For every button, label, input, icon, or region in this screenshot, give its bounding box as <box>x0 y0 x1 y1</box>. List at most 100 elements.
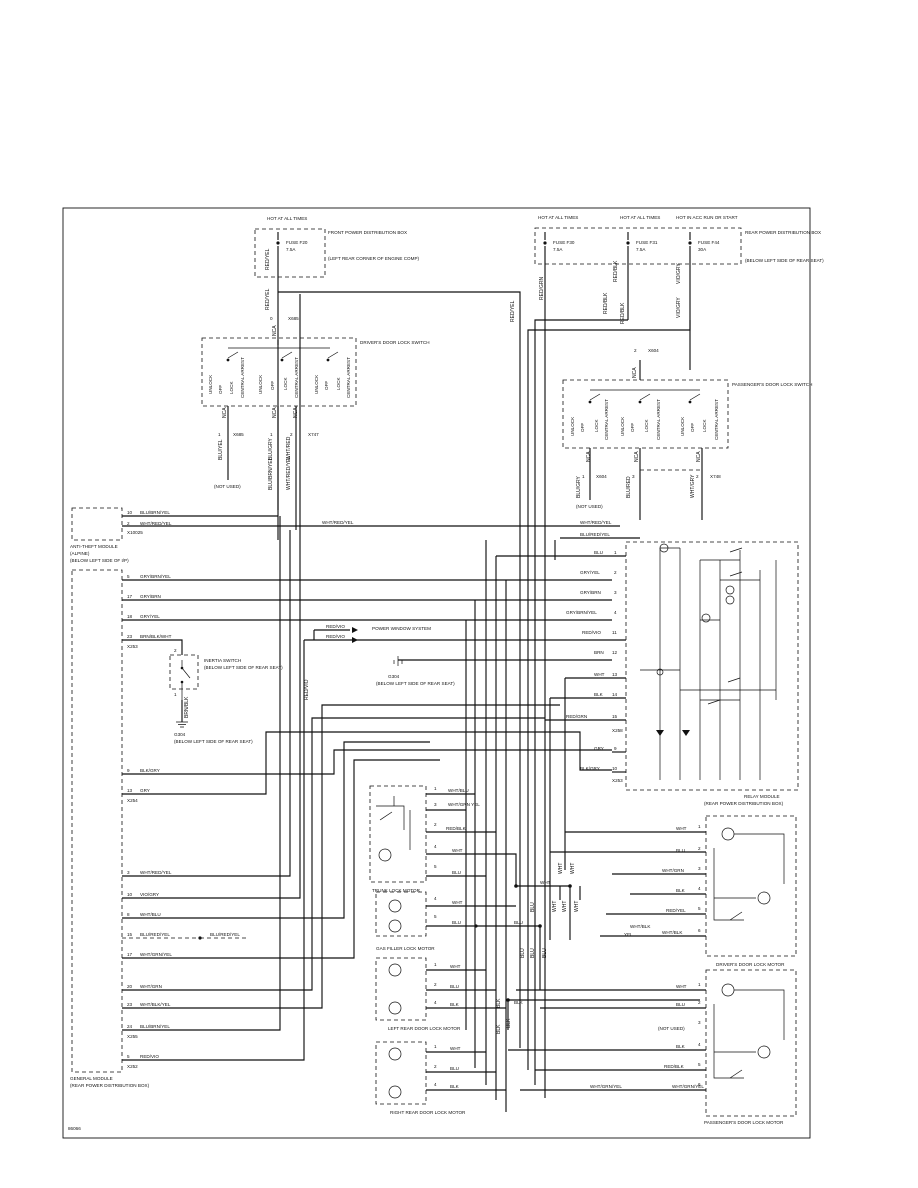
trunk-pin-4: 4 <box>434 844 437 849</box>
lr-wire-1: WHT <box>450 964 461 969</box>
gm-pin-23b: 23 <box>127 1002 133 1007</box>
pw-wire-1: RED/VIO <box>326 624 345 629</box>
ps-label-5: UNLOCK <box>620 416 625 436</box>
gm-wire-3: WHT/RED/YEL <box>140 870 172 875</box>
ps-wire-wht-gry: WHT/GRY <box>690 474 696 498</box>
splice-blk-v3: BLK <box>506 1018 512 1028</box>
ds-label-11: LOCK <box>336 377 341 390</box>
at-wire-2: WHT/RED/YEL <box>140 521 172 526</box>
rear-power-box: HOT AT ALL TIMES HOT AT ALL TIMES HOT IN… <box>534 215 824 1098</box>
rm-wire-4: GRY/BRN/YEL <box>566 610 597 615</box>
gas-motor-title: GAS FILLER LOCK MOTOR <box>376 946 435 951</box>
rr-pin-1: 1 <box>434 1044 437 1049</box>
lr-pin-4: 4 <box>434 1000 437 1005</box>
pm-wire-1: WHT <box>676 984 687 989</box>
inertia-title: INERTIA SWITCH <box>204 658 241 663</box>
rm-pin-14: 14 <box>612 692 618 697</box>
left-rear-door-lock-motor: LEFT REAR DOOR LOCK MOTOR 1 WHT 2 BLU 4 … <box>375 957 506 1031</box>
gm-pin-17: 17 <box>127 594 133 599</box>
connector-x253-b: X253 <box>612 778 623 783</box>
ds-label-9: UNLOCK <box>314 374 319 394</box>
rm-wire-14: BLK <box>594 692 604 697</box>
gas-wire-4: WHT <box>452 900 463 905</box>
gm-wire-5b: RED/VIO <box>140 1054 159 1059</box>
dm-wire-2: BLU <box>676 848 685 853</box>
dm-wire-6: WHT/BLK <box>662 930 683 935</box>
trunk-pin-3: 3 <box>434 802 437 807</box>
dm-wire-wht-blk: WHT/BLK <box>630 924 651 929</box>
wire-red-grn: RED/GRN <box>539 277 545 300</box>
ps-nca-2: NCA <box>634 451 640 462</box>
splice-blu-1: BLU <box>514 920 523 925</box>
ps-label-11: LOCK <box>702 419 707 432</box>
trunk-pin-5: 5 <box>434 864 437 869</box>
pm-pin-2: 2 <box>698 1000 701 1005</box>
dm-pin-2: 2 <box>698 846 701 851</box>
pm-pin-3: 3 <box>698 1020 701 1025</box>
gm-wire-17b: WHT/GRN/YEL <box>140 952 172 957</box>
ds-wire-blu-gry: BLU/GRY <box>268 437 274 460</box>
dm-pin-4: 4 <box>698 886 701 891</box>
ds-label-8: CENTRAL ARREST <box>294 357 299 398</box>
dm-wire-1: WHT <box>676 826 687 831</box>
g304a-loc: (BELOW LEFT SIDE OF REAR SEAT) <box>174 739 253 744</box>
general-module: GENERAL MODULE (REAR POWER DISTRIBUTION … <box>70 569 150 1088</box>
ground-g304b: G304 (BELOW LEFT SIDE OF REAR SEAT) <box>376 656 612 686</box>
ps-nca-3: NCA <box>696 451 702 462</box>
anti-theft-title: ANTI-THEFT MODULE <box>70 544 118 549</box>
trunk-wire-3: WHT/GRN YEL <box>448 802 480 807</box>
gm-pin-17b: 17 <box>127 952 133 957</box>
ps-pin3: 3 <box>632 474 635 479</box>
gm-wire-23: BRN/BLK/WHT <box>140 634 172 639</box>
ds-label-10: OFF <box>324 381 329 390</box>
wire-red-yel-1: RED/YEL <box>265 248 271 270</box>
ps-wire-blu-gry: BLU/GRY <box>576 475 582 498</box>
pm-pin-5: 5 <box>698 1062 701 1067</box>
inertia-pin1: 1 <box>174 692 177 697</box>
drivers-switch-title: DRIVER'S DOOR LOCK SWITCH <box>360 340 430 345</box>
pm-pin-1: 1 <box>698 982 701 987</box>
ds-wire-wht-red-yel: WHT/RED/YEL <box>286 456 292 490</box>
fuse-f31-label: FUSE F31 <box>636 240 658 245</box>
connector-x604-b: X604 <box>596 474 607 479</box>
trunk-wire-5: BLU <box>452 870 461 875</box>
pass-switch-title: PASSENGER'S DOOR LOCK SWITCH <box>732 382 812 387</box>
ds-wire-blu-brn-yel: BLU/BRN/YEL <box>268 457 274 490</box>
gm-wire-9: BLK/GRY <box>140 768 160 773</box>
ps-label-4: CENTRAL ARREST <box>604 399 609 440</box>
splice-blu-v2: BLU <box>520 948 526 958</box>
connector-x10025: X10025 <box>127 530 143 535</box>
at-wire-wht-red-yel-right: WHT/RED/YEL <box>580 520 612 525</box>
at-wire-wht-red-yel-mid: WHT/RED/YEL <box>322 520 354 525</box>
rm-wire-15: RED/GRN <box>566 714 587 719</box>
gm-pin-10: 10 <box>127 892 133 897</box>
fuse-f20-amps: 7.5A <box>286 247 296 252</box>
lr-pin-1: 1 <box>434 962 437 967</box>
pm-wire-5: RED/BLK <box>664 1064 685 1069</box>
general-module-title: GENERAL MODULE <box>70 1076 113 1081</box>
ds-not-used: (NOT USED) <box>214 484 241 489</box>
front-box-loc: (LEFT REAR CORNER OF ENGINE COMP) <box>328 256 420 261</box>
gm-wire-8: WHT/BLU <box>140 912 161 917</box>
gm-wire-15: BLU/RED/YEL <box>140 932 170 937</box>
relay-module-title: RELAY MODULE <box>744 794 780 799</box>
gm-pin-3: 3 <box>127 870 130 875</box>
lr-wire-2: BLU <box>450 984 459 989</box>
pin-2-x604: 2 <box>634 348 637 353</box>
rr-pin-4: 4 <box>434 1082 437 1087</box>
gm-wire-20: WHT/GRN <box>140 984 162 989</box>
ps-wire-blu-red: BLU/RED <box>626 476 632 498</box>
inertia-loc: (BELOW LEFT SIDE OF REAR SEAT) <box>204 665 283 670</box>
pm-wire-2: BLU <box>676 1002 685 1007</box>
dm-wire-5: RED/YEL <box>666 908 686 913</box>
left-rear-title: LEFT REAR DOOR LOCK MOTOR <box>388 1026 461 1031</box>
wire-vio-gry-1: VIO/GRY <box>676 263 682 284</box>
rm-wire-9: GRY <box>594 746 604 751</box>
ds-label-7: LOCK <box>283 377 288 390</box>
driver-motor-title: DRIVER'S DOOR LOCK MOTOR <box>716 962 785 967</box>
connector-x685-b: X685 <box>233 432 244 437</box>
rm-pin-9: 9 <box>614 746 617 751</box>
ps-label-7: LOCK <box>644 419 649 432</box>
pw-wire-2: RED/VIO <box>326 634 345 639</box>
